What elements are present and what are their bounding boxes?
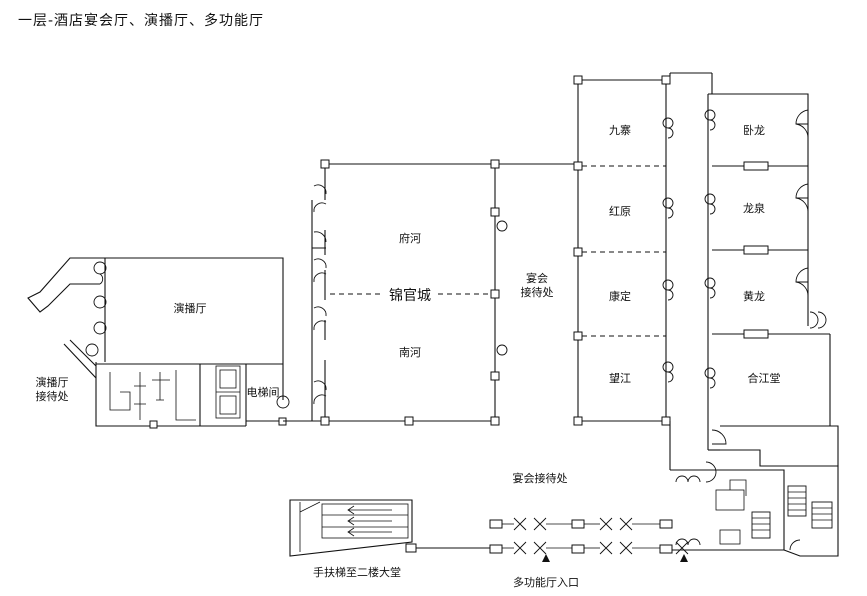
room-label-hejiangtang: 合江堂 [748, 371, 781, 385]
multi-entrance-label: 多功能厅入口 [513, 575, 579, 589]
top-corridor [669, 72, 713, 94]
room-label-elevator: 电梯间 [247, 386, 280, 399]
meeting-column-2 [704, 93, 831, 450]
room-label-studio-reception-line2: 接待处 [36, 389, 69, 403]
entrance-marker [542, 554, 550, 562]
central-corridor [669, 421, 839, 483]
room-label-studio-reception-line1: 演播厅 [36, 375, 69, 389]
room-label-jinguancheng: 锦官城 [389, 287, 431, 304]
room-label-wolong: 卧龙 [743, 124, 765, 137]
entrance-corridor [412, 517, 689, 562]
room-label-nanhe: 南河 [399, 346, 421, 359]
escalator [289, 499, 417, 557]
room-label-banquet-reception-line2: 接待处 [521, 285, 554, 299]
room-label-jiuzhai: 九寨 [609, 123, 631, 137]
room-label-kangding: 康定 [609, 289, 631, 303]
room-label-banquet-reception-line1: 宴会 [526, 271, 548, 285]
studio-wing [27, 257, 290, 429]
service-area [670, 465, 839, 557]
room-label-longquan: 龙泉 [743, 201, 765, 215]
room-label-wangjiang: 望江 [609, 372, 631, 385]
room-label-fuhe: 府河 [399, 231, 421, 245]
meeting-column-1 [573, 75, 674, 426]
entrance-marker [680, 554, 688, 562]
ballroom [283, 159, 508, 426]
room-label-huanglong: 黄龙 [743, 289, 765, 303]
room-label-banquet-reception-lower: 宴会接待处 [513, 471, 568, 485]
escalator-label: 手扶梯至二楼大堂 [313, 565, 401, 579]
page-title: 一层-酒店宴会厅、演播厅、多功能厅 [18, 13, 265, 29]
room-label-hongyuan: 红原 [609, 205, 631, 218]
room-label-studio: 演播厅 [174, 301, 207, 315]
